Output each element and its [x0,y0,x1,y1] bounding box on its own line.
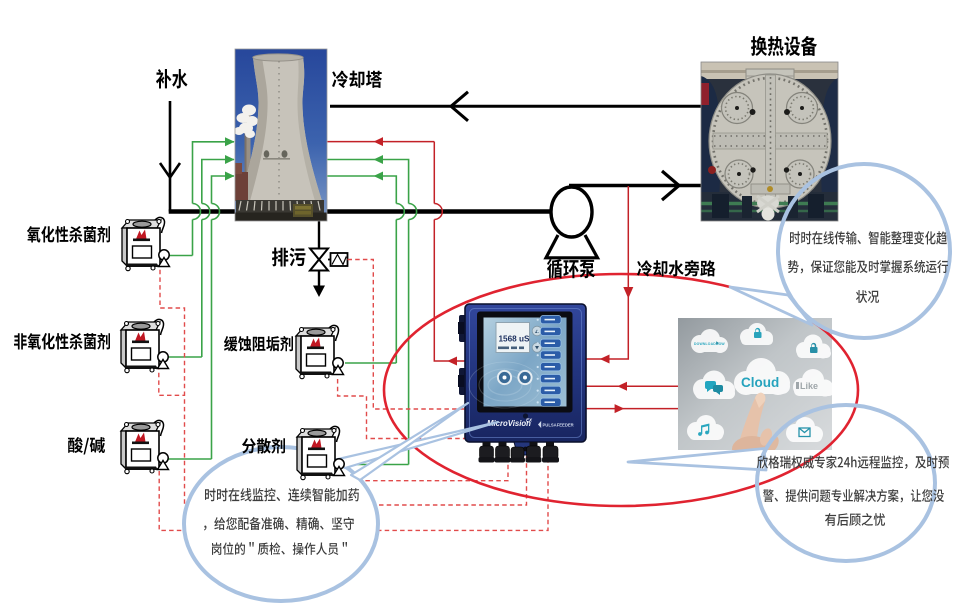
svg-text:DOWNLOADNOW: DOWNLOADNOW [694,342,725,346]
svg-text:EX: EX [526,418,533,423]
svg-text:Cloud: Cloud [741,375,779,390]
svg-text:MicroVision: MicroVision [487,419,531,428]
svg-text:PULSAFEEDER: PULSAFEEDER [543,423,574,428]
svg-text:1568 uS: 1568 uS [499,335,530,344]
svg-text:Like: Like [800,381,818,391]
